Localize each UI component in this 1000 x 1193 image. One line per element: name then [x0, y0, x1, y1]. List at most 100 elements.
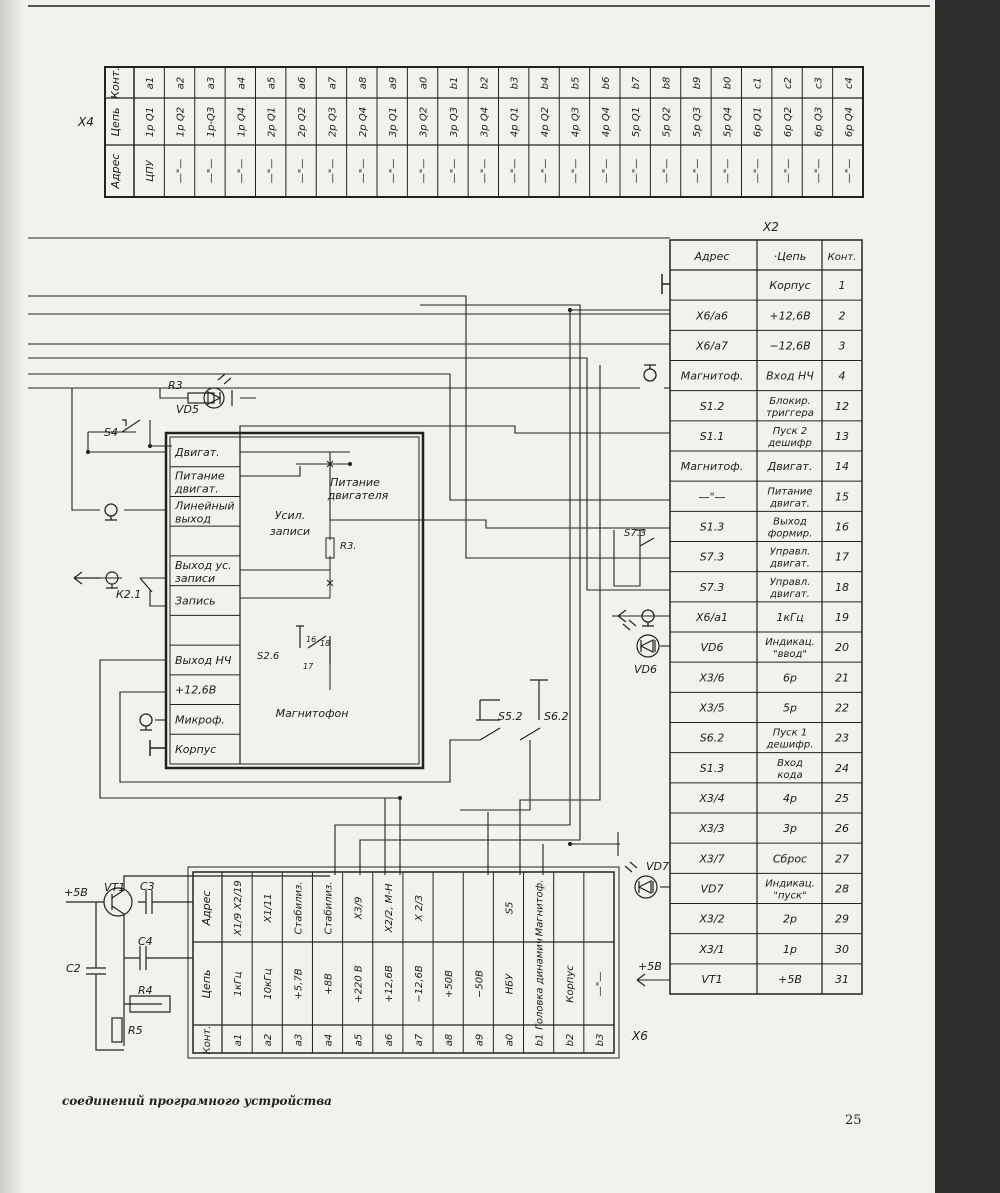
x6-label: X6	[631, 1029, 648, 1043]
x2-adres-cell: X3/6	[698, 671, 724, 684]
x2-tsep-cell: Управл.	[770, 577, 811, 588]
s26-pin-16: 16	[306, 635, 316, 644]
x6-kont-cell: a5	[354, 1034, 365, 1047]
s52-label: S5.2	[498, 710, 522, 723]
x4-tsep-cell: 3p Q2	[419, 107, 430, 137]
x4-tsep-cell: 3p Q4	[479, 107, 490, 137]
x2-adres-cell: S7.3	[700, 581, 724, 594]
r3-inner-label: R3.	[340, 541, 357, 552]
x4-kont-cell: a6	[297, 77, 308, 90]
x6-kont-cell: a8	[444, 1034, 455, 1047]
x2-adres-cell: S1.3	[700, 520, 724, 533]
x2-label: X2	[762, 220, 779, 234]
x4-kont-cell: a4	[236, 77, 247, 90]
vd6-led: VD6	[622, 619, 660, 676]
x4-kont-cell: b9	[692, 77, 703, 90]
x4-kont-cell: b8	[662, 77, 673, 90]
x4-adres-cell: —"—	[540, 159, 551, 184]
x4-adres-cell: ЦПУ	[145, 159, 156, 181]
x2-header-adres: Адрес	[694, 250, 730, 263]
x6-kont-cell: a9	[474, 1034, 485, 1047]
x4-adres-cell: —"—	[267, 159, 278, 184]
x2-tsep-cell: −12,6В	[769, 339, 810, 352]
recorder-terminal-label: Линейный	[174, 499, 235, 512]
x4-tsep-cell: 5p Q4	[722, 107, 733, 137]
x4-kont-cell: a2	[176, 77, 187, 90]
x2-tsep-cell: дешифр.	[766, 740, 814, 751]
x6-tsep-cell: +5,7В	[293, 968, 304, 999]
x2-kont-cell: 19	[835, 611, 849, 624]
x2-tsep-cell: +5В	[778, 973, 802, 986]
x2-kont-cell: 29	[835, 913, 849, 926]
x6-kont-cell: a3	[293, 1034, 304, 1047]
r5-label: R5	[128, 1024, 143, 1037]
x2-tsep-cell: дешифр	[767, 438, 812, 449]
x2-tsep-cell: "ввод"	[773, 649, 807, 660]
x4-kont-cell: b1	[449, 77, 460, 90]
x4-kont-cell: a3	[206, 77, 217, 90]
x4-adres-cell: —"—	[813, 159, 824, 184]
x6-adres-cell: Магнитоф.	[535, 880, 546, 937]
x6-adres-cell: X2/2, М-Н	[384, 883, 395, 934]
x4-kont-cell: a5	[267, 77, 278, 90]
x4-kont-cell: a8	[358, 77, 369, 90]
x4-tsep-cell: 1p-Q3	[206, 107, 217, 138]
x2-kont-cell: 1	[839, 279, 846, 292]
x2-adres-cell: X3/5	[698, 701, 724, 714]
out-1khz-jack	[617, 609, 655, 627]
rec-amp-line1: Усил.	[275, 509, 305, 522]
x6-tsep-cell: —"—	[595, 972, 606, 997]
x2-adres-cell: S7.3	[700, 551, 724, 564]
x4-adres-cell: —"—	[206, 159, 217, 184]
page-number: 25	[845, 1113, 862, 1128]
recorder-terminal-label: Выход ус.	[175, 559, 232, 572]
x2-kont-cell: 25	[835, 792, 849, 805]
s73-label: S7.3	[624, 528, 646, 539]
x2-adres-cell: X6/a1	[695, 611, 728, 624]
x2-adres-cell: X3/1	[698, 943, 724, 956]
x4-tsep-cell: 5p Q3	[692, 107, 703, 137]
x4-tsep-cell: 2p Q2	[297, 107, 308, 137]
recorder-terminal-label: записи	[175, 572, 215, 585]
x2-input-jack	[643, 364, 657, 382]
x2-kont-cell: 2	[839, 309, 846, 322]
vd7-label: VD7	[646, 860, 669, 873]
c4-label: C4	[138, 935, 153, 948]
s52-s62-switches: S5.2 S6.2	[476, 679, 568, 741]
x4-tsep-cell: 2p Q1	[267, 107, 278, 137]
x6-kont-cell: a7	[414, 1033, 425, 1046]
x2-kont-cell: 16	[835, 520, 849, 533]
x2-tsep-cell: Пуск 2	[773, 426, 808, 437]
x2-kont-cell: 30	[835, 943, 849, 956]
s26-pin-18: 18	[320, 639, 330, 648]
x6-adres-cell: Стабилиз.	[292, 882, 304, 935]
x2-kont-cell: 21	[835, 671, 849, 684]
wires	[28, 237, 670, 981]
x4-tsep-cell: 4p Q3	[570, 107, 581, 137]
x4-adres-cell: —"—	[662, 159, 673, 184]
x6-tsep-cell: НБУ	[504, 973, 515, 994]
x2-tsep-cell: 5р	[783, 701, 797, 714]
x2-adres-cell: S1.2	[700, 400, 724, 413]
recorder-terminal-label: двигат.	[174, 483, 219, 496]
x2-kont-cell: 15	[835, 490, 849, 503]
x2-kont-cell: 28	[835, 882, 849, 895]
x2-tsep-cell: триггера	[766, 408, 814, 419]
c2-label: C2	[66, 962, 81, 975]
x4-adres-cell: —"—	[388, 159, 399, 184]
r3-label: R3	[168, 379, 183, 392]
x4-adres-cell: —"—	[722, 159, 733, 184]
s62-label: S6.2	[544, 710, 568, 723]
recorder-terminal-label: Выход НЧ	[175, 654, 232, 667]
x2-adres-cell: S1.3	[700, 762, 724, 775]
x2-tsep-cell: 2р	[783, 913, 797, 926]
x6-adres-cell: S5	[504, 902, 515, 915]
k21-label: К2.1	[116, 588, 141, 601]
x2-adres-cell: VD6	[701, 641, 724, 654]
x6-kont-cell: a6	[384, 1034, 395, 1047]
recorder-terminal-label: Микроф.	[175, 713, 225, 726]
linear-out-jack	[104, 503, 118, 521]
figure-caption: соединений програмного устройства	[62, 1094, 332, 1108]
c3-label: C3	[140, 880, 155, 893]
x6-tsep-cell: −50В	[474, 970, 485, 998]
